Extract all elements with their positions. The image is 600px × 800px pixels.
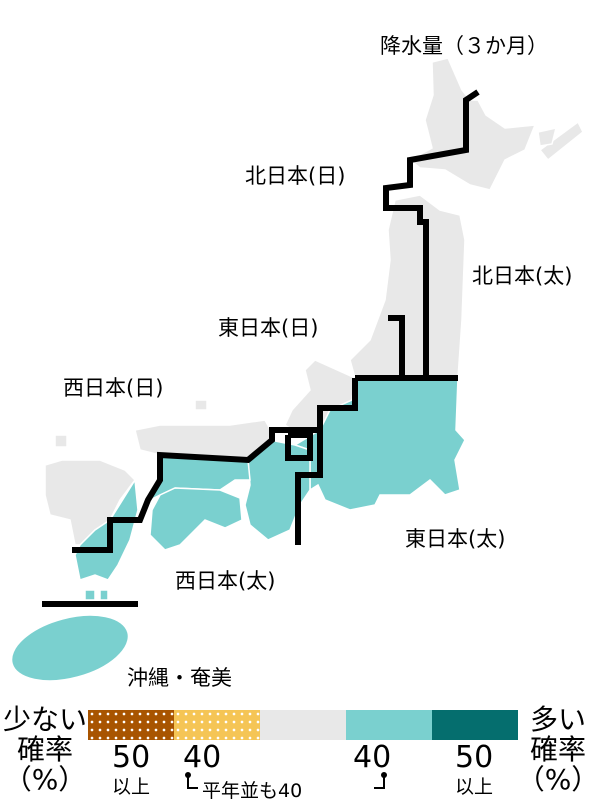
region-label: 沖縄・奄美 xyxy=(127,666,232,690)
islet xyxy=(538,120,584,162)
legend-below-50-sub: 以上 xyxy=(112,776,151,798)
region-hokkaido xyxy=(408,57,537,191)
islet xyxy=(537,127,558,147)
region-label: 西日本(日) xyxy=(63,376,164,400)
legend-swatch-normal xyxy=(260,710,346,740)
legend-normal-note: 平年並も40 xyxy=(202,780,303,800)
legend-swatch-below-40 xyxy=(174,710,260,740)
region-kyushu-south xyxy=(74,477,139,581)
islet xyxy=(84,589,96,601)
legend-above-50: 50 xyxy=(455,740,494,775)
legend-text: （%） xyxy=(3,763,87,796)
legend-above-50-sub: 以上 xyxy=(455,776,494,798)
legend-swatch-below-50 xyxy=(88,710,174,740)
region-shikoku xyxy=(149,487,243,551)
region-boundaries xyxy=(42,89,480,607)
region-label: 東日本(太) xyxy=(405,527,506,551)
region-okinawa xyxy=(10,614,130,682)
region-label: 北日本(太) xyxy=(472,264,573,288)
legend-below-50: 50 xyxy=(112,740,151,775)
region-label: 北日本(日) xyxy=(245,164,346,188)
region-label: 西日本(太) xyxy=(175,569,276,593)
legend-left-title: 少ない 確率 （%） xyxy=(2,705,88,795)
legend-swatch-above-40 xyxy=(346,710,432,740)
legend-text: 確率 xyxy=(529,733,586,766)
islet xyxy=(194,399,208,411)
region-label: 東日本(日) xyxy=(218,316,319,340)
legend-text: 多い xyxy=(529,703,586,736)
map-title: 降水量（３か月） xyxy=(380,34,548,58)
legend-text: 少ない xyxy=(2,703,87,736)
legend-above-40: 40 xyxy=(353,740,392,775)
legend-text: （%） xyxy=(516,763,600,796)
legend-swatch-above-50 xyxy=(432,710,518,740)
islet xyxy=(54,434,68,448)
region-tohoku xyxy=(349,194,466,379)
legend-right-title: 多い 確率 （%） xyxy=(516,705,600,795)
legend-below-40: 40 xyxy=(183,740,222,775)
legend-text: 確率 xyxy=(16,733,73,766)
islet xyxy=(99,589,109,601)
